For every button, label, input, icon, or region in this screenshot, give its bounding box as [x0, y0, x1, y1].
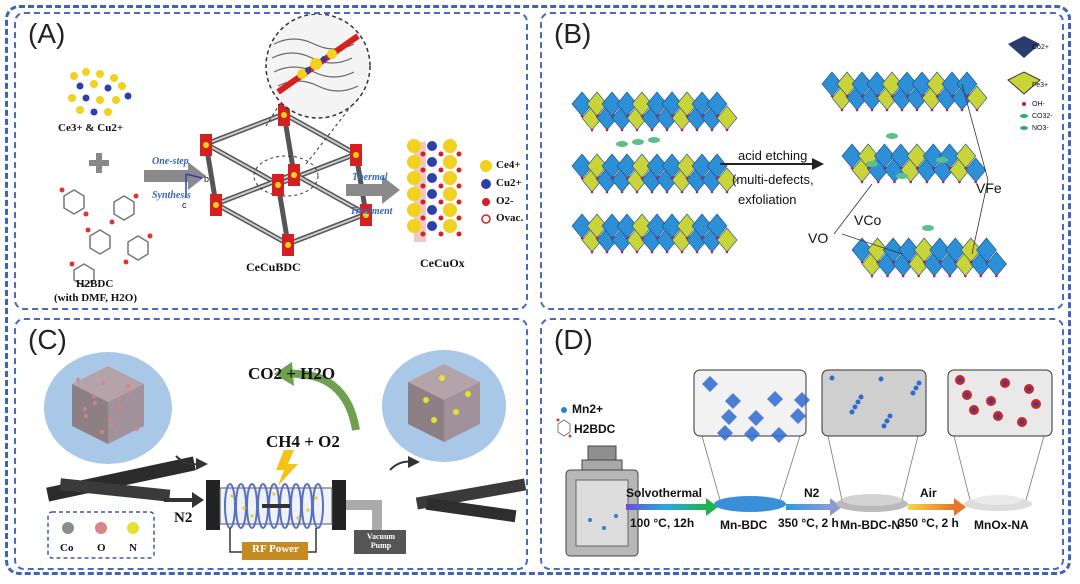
legend-no3: NO3-: [1032, 125, 1049, 132]
mnox-na-stage: [947, 369, 1053, 511]
axis-c-label: c: [182, 200, 187, 210]
vacuum-pump-label: Vacuum Pump: [366, 532, 396, 550]
gas-label: N2: [174, 510, 193, 526]
ldh-layer: [821, 71, 988, 112]
panel-c-illustration: [44, 350, 526, 560]
step2-label-line1: Thermal: [352, 172, 388, 183]
panel-a-label: (A): [28, 18, 66, 49]
pristine-rods: [46, 456, 196, 502]
linker-note: (with DMF, H2O): [54, 292, 138, 304]
products-formula: CO2 + H2O: [248, 364, 336, 383]
figure-frame: [5, 5, 1071, 575]
panel-d-illustration: [556, 369, 1053, 557]
etch-label-line3: exfoliation: [738, 192, 797, 207]
air-label: Air: [920, 486, 937, 500]
legend-o2: O2-: [496, 195, 514, 207]
solvothermal-label: Solvothermal: [626, 486, 703, 500]
ldh-layer: [571, 153, 738, 194]
mof-label: CeCuBDC: [246, 260, 301, 274]
legend-n-label: N: [129, 542, 137, 554]
legend-cu2: Cu2+: [496, 177, 522, 189]
treated-bubble: [382, 350, 506, 462]
panel-a-illustration: [59, 14, 492, 287]
n2-arrow: [786, 498, 842, 516]
legend-ovac: Ovac.: [496, 212, 524, 224]
linker-label: H2BDC: [76, 278, 114, 290]
legend-o-label: O: [97, 542, 106, 554]
cecubdc-framework: [185, 104, 372, 256]
air-condition: 350 °C, 2 h: [898, 516, 959, 530]
legend-oh: OH-: [1032, 101, 1045, 108]
mn-bdc-n-label: Mn-BDC-N: [840, 518, 900, 532]
step1-label-line1: One-step: [152, 156, 189, 167]
panel-c-label: (C): [28, 324, 67, 355]
zoom-inset: [265, 14, 371, 165]
vacancy-o: VO: [808, 230, 829, 246]
vacancy-fe: VFe: [976, 180, 1002, 196]
mn-ion-dot: [561, 407, 567, 413]
legend-ce4: Ce4+: [496, 159, 521, 171]
panel-b: (B) acid etching (multi-defects, exfolia…: [540, 12, 1064, 310]
legend-co3: CO32-: [1032, 113, 1053, 120]
h2bdc-molecules: [59, 187, 153, 287]
ldh-layer: [571, 213, 738, 254]
legend-fe: Fe3+: [1032, 82, 1049, 89]
h2bdc-icon: [556, 418, 572, 438]
etch-label-line2: (multi-defects,: [732, 172, 814, 187]
mn-ion-label: Mn2+: [572, 402, 604, 416]
etch-label-line1: acid etching: [738, 148, 808, 163]
autoclave: [565, 445, 639, 557]
legend-co-label: Co: [60, 542, 74, 554]
panel-d: (D): [540, 318, 1064, 570]
ion-cluster: [68, 68, 132, 116]
step2-label-line2: Treatment: [350, 206, 393, 217]
solvothermal-condition: 100 °C, 12h: [630, 516, 695, 530]
legend-co: Co2+: [1032, 44, 1049, 51]
rf-power-label: RF Power: [252, 543, 299, 555]
treated-rods: [415, 478, 526, 523]
mn-bdc-n-stage: [821, 369, 927, 512]
panel-a-legend: [480, 160, 492, 224]
solvothermal-arrow: [626, 498, 718, 516]
lightning-icon: [276, 450, 298, 486]
cecuox-lattice: [407, 139, 462, 242]
panel-d-label: (D): [554, 324, 593, 355]
plasma-reactor: [206, 480, 406, 560]
reactants-formula: CH4 + O2: [266, 432, 340, 451]
element-legend: [47, 511, 155, 559]
cycle-arrow: [285, 369, 360, 431]
axis-b-label: b: [204, 174, 210, 184]
n2-condition: 350 °C, 2 h: [778, 516, 839, 530]
vacancy-co: VCo: [854, 212, 882, 228]
ldh-layer: [841, 143, 987, 184]
ldh-layer: [571, 91, 738, 132]
thermal-arrow: [346, 176, 400, 204]
linker-label-d: H2BDC: [574, 422, 616, 436]
ldh-layer: [851, 237, 1007, 278]
pristine-bubble: [44, 352, 172, 464]
product-label: CeCuOx: [420, 256, 465, 270]
step1-label-line2: Synthesis: [152, 190, 191, 201]
air-arrow: [908, 498, 966, 516]
panel-b-illustration: [571, 36, 1041, 278]
panel-b-label: (B): [554, 18, 592, 49]
ions-label: Ce3+ & Cu2+: [58, 122, 124, 134]
plus-icon: [89, 153, 109, 173]
panel-c: (C): [14, 318, 528, 570]
panel-a: (A): [14, 12, 528, 310]
mn-bdc-stage: [693, 369, 810, 512]
n2-inlet-arrow: [164, 498, 194, 502]
n2-label: N2: [804, 486, 820, 500]
mn-bdc-label: Mn-BDC: [720, 518, 768, 532]
mnox-na-label: MnOx-NA: [974, 518, 1029, 532]
